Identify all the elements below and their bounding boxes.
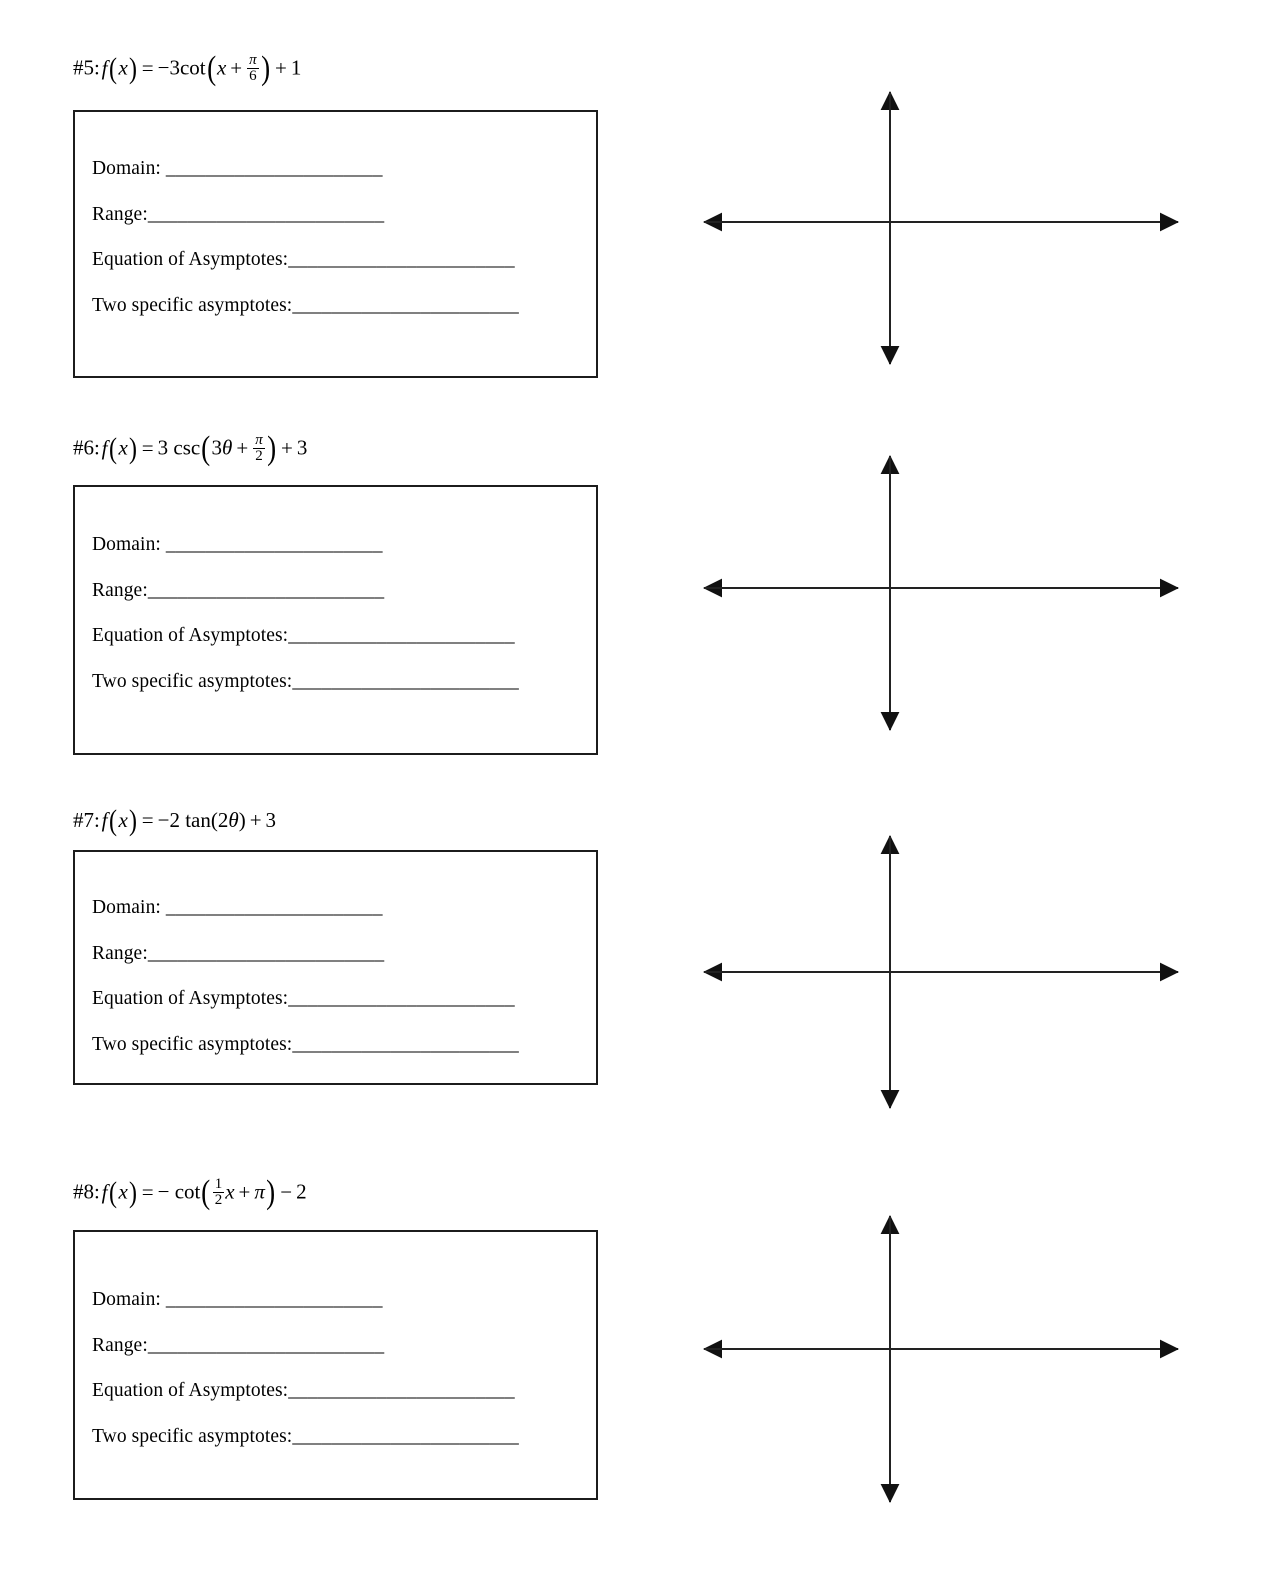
field-domain[interactable]: Domain: ______________________ xyxy=(92,158,383,179)
function-symbol: f xyxy=(101,55,108,80)
equals-sign: = xyxy=(141,435,154,460)
field-two-specific-asymptotes[interactable]: Two specific asymptotes:________________… xyxy=(92,294,519,316)
tail-operator: + xyxy=(249,808,262,832)
variable-x: x xyxy=(118,808,128,832)
equals-sign: = xyxy=(141,55,154,80)
fraction-denominator: 2 xyxy=(253,448,265,464)
answer-box-5: Domain: ______________________ Range:___… xyxy=(73,110,598,378)
variable-x: x xyxy=(118,1179,128,1204)
problem-6-number: #6: xyxy=(73,435,100,460)
inner-variable: 3θ xyxy=(211,435,233,460)
variable-x: x xyxy=(118,435,128,460)
equals-sign: = xyxy=(141,808,154,832)
coefficient: −3 xyxy=(157,55,180,80)
answer-fields-7: Domain: ______________________ Range:___… xyxy=(92,898,590,1054)
field-domain[interactable]: Domain: ______________________ xyxy=(92,534,383,555)
field-equation-of-asymptotes[interactable]: Equation of Asymptotes:_________________… xyxy=(92,988,515,1009)
tail-value: 3 xyxy=(265,808,277,832)
trig-function-name: cot xyxy=(179,55,206,80)
answer-box-7: Domain: ______________________ Range:___… xyxy=(73,850,598,1085)
fraction-denominator: 2 xyxy=(212,1192,225,1209)
answer-fields-8: Domain: ______________________ Range:___… xyxy=(92,1290,590,1446)
problem-7-equation: #7: f(x)=−2 tan(2θ)+3 xyxy=(73,804,277,837)
answer-box-8: Domain: ______________________ Range:___… xyxy=(73,1230,598,1500)
function-symbol: f xyxy=(101,435,108,460)
function-symbol: f xyxy=(101,808,108,832)
inner-paren-close: ) xyxy=(238,808,246,832)
field-domain[interactable]: Domain: ______________________ xyxy=(92,897,383,918)
blank-coordinate-axes-1 xyxy=(700,88,1180,368)
equals-sign: = xyxy=(141,1179,154,1204)
inner-variable: 2θ xyxy=(217,808,239,832)
inner-operator: + xyxy=(236,435,249,460)
variable-x: x xyxy=(118,55,128,80)
tail-operator: + xyxy=(281,435,293,460)
tail-value: 2 xyxy=(296,1179,307,1204)
fraction-numerator: π xyxy=(255,432,263,448)
coefficient: −2 xyxy=(157,808,180,832)
inner-paren-open: ( xyxy=(210,808,218,832)
problem-7-number: #7: xyxy=(73,808,100,832)
field-two-specific-asymptotes[interactable]: Two specific asymptotes:________________… xyxy=(92,1033,519,1055)
trig-function-name: cot xyxy=(169,1179,201,1204)
fraction-numerator: π xyxy=(249,52,257,68)
tail-value: 1 xyxy=(290,55,302,80)
blank-coordinate-axes-2 xyxy=(700,452,1180,734)
field-equation-of-asymptotes[interactable]: Equation of Asymptotes:_________________… xyxy=(92,1380,515,1401)
inner-variable: x xyxy=(216,55,227,80)
blank-coordinate-axes-4 xyxy=(700,1212,1180,1508)
answer-box-6: Domain: ______________________ Range:___… xyxy=(73,485,598,755)
field-equation-of-asymptotes[interactable]: Equation of Asymptotes:_________________… xyxy=(92,625,515,646)
field-equation-of-asymptotes[interactable]: Equation of Asymptotes:_________________… xyxy=(92,249,515,270)
coefficient: 3 xyxy=(157,435,169,460)
fraction-denominator: 6 xyxy=(247,68,259,84)
coefficient: − xyxy=(157,1179,170,1204)
field-range[interactable]: Range:________________________ xyxy=(92,579,385,601)
inner-operator: + xyxy=(230,55,243,80)
field-domain[interactable]: Domain: ______________________ xyxy=(92,1289,383,1310)
tail-operator: − xyxy=(280,1179,293,1204)
answer-fields-6: Domain: ______________________ Range:___… xyxy=(92,535,590,691)
problem-5-number: #5: xyxy=(73,55,100,80)
trig-function-name: tan xyxy=(179,808,211,832)
field-two-specific-asymptotes[interactable]: Two specific asymptotes:________________… xyxy=(92,670,519,692)
fraction-numerator: 1 xyxy=(214,1176,223,1192)
inner-operator: + xyxy=(238,1179,251,1204)
problem-8-number: #8: xyxy=(73,1179,100,1204)
field-two-specific-asymptotes[interactable]: Two specific asymptotes:________________… xyxy=(92,1425,519,1447)
tail-value: 3 xyxy=(296,435,308,460)
tail-operator: + xyxy=(274,55,287,80)
trig-function-name: csc xyxy=(168,435,201,460)
function-symbol: f xyxy=(101,1179,108,1204)
field-range[interactable]: Range:________________________ xyxy=(92,203,385,225)
field-range[interactable]: Range:________________________ xyxy=(92,942,385,964)
inner-variable: x xyxy=(225,1179,235,1204)
blank-coordinate-axes-3 xyxy=(700,832,1180,1112)
field-range[interactable]: Range:________________________ xyxy=(92,1334,385,1356)
inner-constant-pi: π xyxy=(254,1179,265,1204)
answer-fields-5: Domain: ______________________ Range:___… xyxy=(92,159,590,315)
